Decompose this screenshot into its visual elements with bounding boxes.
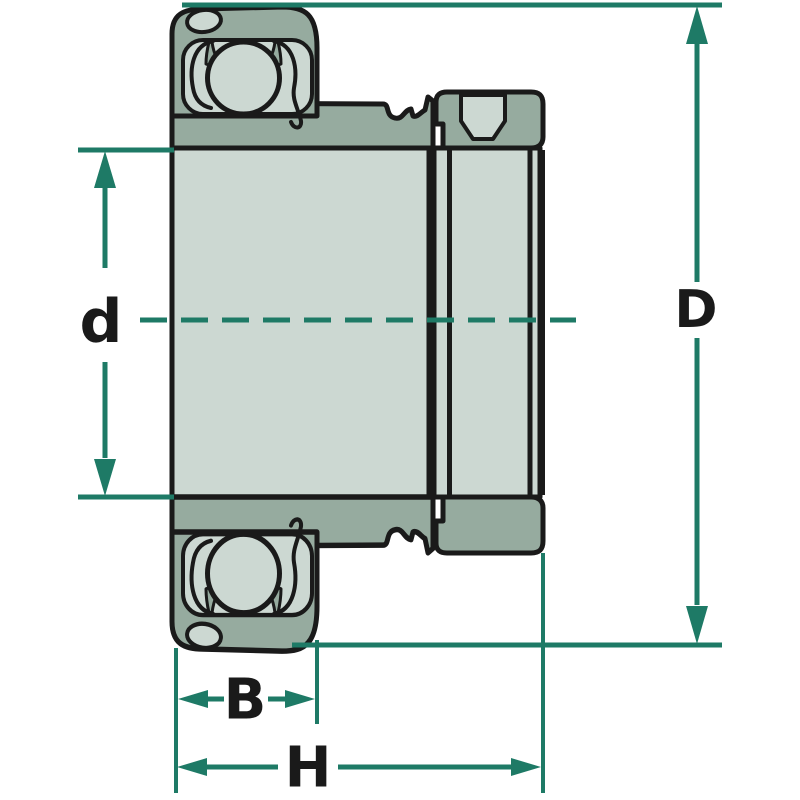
arrowhead-left-icon: [177, 758, 207, 776]
dim-label-H: H: [285, 736, 332, 800]
bearing-unit-top: [169, 4, 436, 151]
dim-label-D: D: [674, 280, 717, 340]
dimension-d: d: [78, 147, 174, 500]
arrowhead-down-icon: [686, 606, 708, 644]
arrowhead-down-icon: [94, 459, 116, 496]
bearing-unit-bottom: [172, 497, 433, 651]
arrowhead-up-icon: [94, 151, 116, 188]
seal-left: [189, 39, 215, 110]
dimension-H: H: [177, 553, 545, 800]
arrowhead-left-icon: [178, 690, 208, 708]
set-screw: [459, 93, 507, 141]
arrowhead-right-icon: [511, 758, 541, 776]
dimension-B: B: [174, 640, 319, 793]
dimension-D: D: [182, 2, 722, 648]
arrowhead-right-icon: [285, 690, 315, 708]
arrowhead-up-icon: [686, 6, 708, 44]
bearing-ball: [205, 39, 282, 117]
locking-collar-bottom: [433, 494, 546, 556]
seal-right: [272, 39, 304, 130]
dim-label-d: d: [80, 287, 123, 357]
lubrication-recess: [185, 7, 223, 35]
dim-label-B: B: [224, 668, 267, 733]
